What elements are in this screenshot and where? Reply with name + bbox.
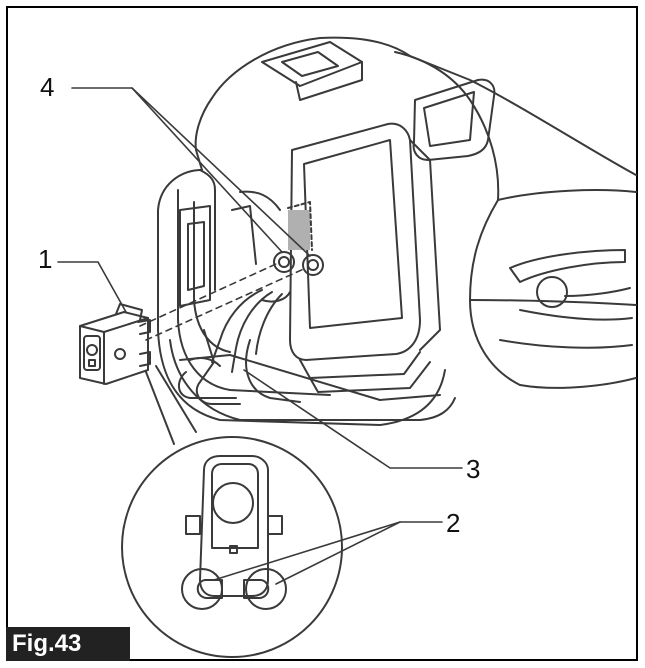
callout-2: 2 [446,508,461,538]
install-guides [139,263,307,341]
magnifier-leader-2 [155,365,197,433]
component-unit [79,303,151,385]
callout-3: 3 [466,454,481,484]
internal-wires [178,190,301,405]
screw-4b [302,254,324,276]
callout-leaders [57,87,463,585]
magnifier-leader [145,371,175,445]
sensor-area [288,210,310,250]
magnified-detail [121,436,343,658]
callout-1: 1 [38,244,53,274]
tool-body [194,36,637,389]
figure-label: Fig.43 [6,627,130,661]
callout-4: 4 [40,72,55,102]
screw-4a [273,251,295,273]
